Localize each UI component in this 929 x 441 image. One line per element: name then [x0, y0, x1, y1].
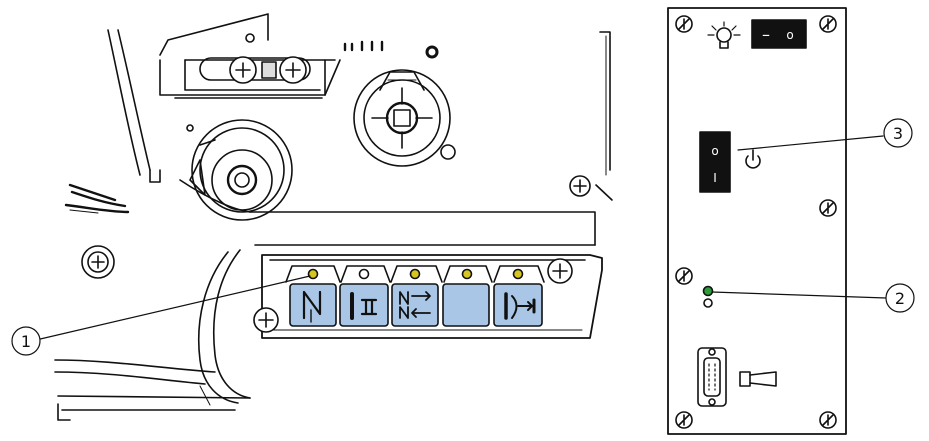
callout-leaders: [35, 135, 887, 341]
led-off-icon: [703, 298, 713, 308]
panel-screws: [675, 15, 837, 429]
lamp-icon: [707, 21, 741, 49]
function-key-4[interactable]: [442, 283, 490, 327]
function-key-2[interactable]: [339, 283, 389, 327]
needle-position-icon: [302, 290, 322, 323]
reverse-stitch-icon: [399, 291, 431, 319]
screw-icon: [569, 175, 591, 197]
led-green-icon: [702, 285, 714, 297]
thread-cutter-icon: [504, 292, 536, 320]
callout-1-label: 1: [21, 332, 31, 351]
control-panel-housing: [261, 254, 603, 339]
presser-knob-icon: [81, 245, 115, 279]
rocker-off-symbol: –: [762, 25, 770, 44]
power-switch-bottom-symbol: I: [713, 171, 717, 185]
led-off-icon: [358, 268, 370, 280]
callout-1: 1: [11, 326, 41, 356]
led-row: [285, 265, 545, 283]
small-marker-icon: [245, 33, 255, 43]
led-yellow-icon: [307, 268, 319, 280]
rocker-on-symbol: o: [786, 28, 793, 42]
adjust-slot: [199, 57, 311, 81]
led-yellow-icon: [409, 268, 421, 280]
plug-icon: [739, 371, 777, 387]
function-key-row: [289, 283, 543, 327]
callout-2-label: 2: [895, 289, 905, 308]
function-key-3[interactable]: [391, 283, 439, 327]
callout-3-label: 3: [893, 124, 903, 143]
main-power-switch[interactable]: o I: [699, 131, 731, 193]
led-yellow-icon: [461, 268, 473, 280]
stitch-dial: [353, 69, 456, 167]
led-yellow-icon: [512, 268, 524, 280]
power-switch-top-symbol: o: [711, 144, 718, 158]
power-symbol-icon: [745, 149, 761, 169]
callout-2: 2: [885, 283, 915, 313]
electrical-panel: – o o I: [667, 7, 847, 435]
machine-head: [54, 13, 613, 421]
serial-connector-icon: [697, 347, 727, 407]
stitch-start-icon: [350, 292, 378, 320]
callout-3: 3: [883, 118, 913, 148]
indicator-ring-icon: [425, 45, 439, 59]
lamp-rocker-switch[interactable]: – o: [751, 19, 807, 49]
bobbin-winder: [186, 119, 293, 221]
